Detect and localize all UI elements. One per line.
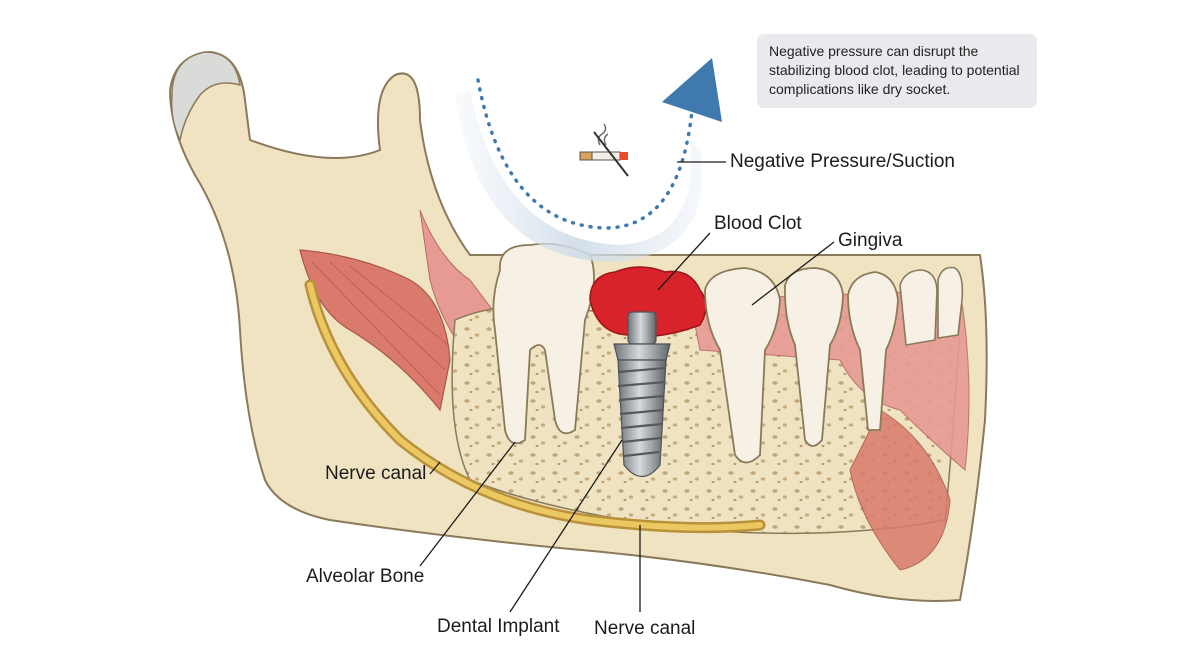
label-blood-clot: Blood Clot: [714, 213, 802, 234]
incisor-1: [899, 269, 938, 346]
condyle: [170, 51, 241, 143]
label-nerve-canal-bottom: Nerve canal: [594, 618, 696, 639]
masseter-muscle: [299, 249, 451, 412]
dental-implant: [613, 311, 671, 478]
leader-lines: [419, 161, 835, 613]
label-gingiva: Gingiva: [838, 230, 903, 251]
no-smoking-icon: [579, 123, 629, 177]
info-callout: Negative pressure can disrupt the stabil…: [757, 34, 1037, 108]
label-alveolar-bone: Alveolar Bone: [306, 566, 425, 587]
suction-swoosh: [455, 90, 703, 263]
incisor-2: [937, 266, 964, 339]
premolar-1: [704, 267, 781, 464]
canine: [847, 271, 899, 431]
muscle-right: [849, 409, 951, 571]
premolar-2: [784, 267, 844, 447]
label-dental-implant: Dental Implant: [437, 616, 560, 637]
suction-arrow-icon: [476, 78, 694, 230]
label-negative-pressure: Negative Pressure/Suction: [730, 151, 955, 172]
suction-arrow-head: [662, 58, 722, 122]
label-nerve-canal-left: Nerve canal: [325, 463, 427, 484]
